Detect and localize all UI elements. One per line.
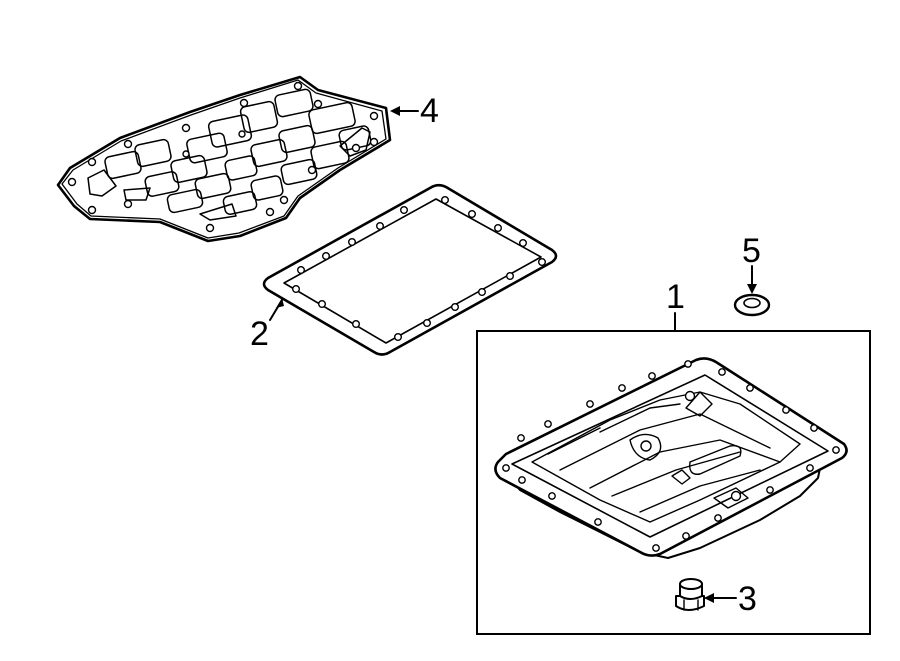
callout-1: 1 — [666, 278, 685, 316]
leader-arrowheads — [276, 106, 757, 603]
callout-4: 4 — [420, 92, 439, 130]
part-2-gasket[interactable] — [262, 183, 558, 356]
part-5-washer[interactable] — [733, 293, 771, 317]
part-4-separator-plate[interactable] — [56, 75, 392, 243]
part-1-group-frame — [476, 330, 871, 635]
callout-2: 2 — [250, 315, 269, 353]
callout-5: 5 — [742, 232, 761, 270]
part-3-drain-plug[interactable] — [675, 578, 705, 611]
callout-3: 3 — [738, 580, 757, 618]
part-1-oil-pan[interactable] — [494, 357, 848, 559]
